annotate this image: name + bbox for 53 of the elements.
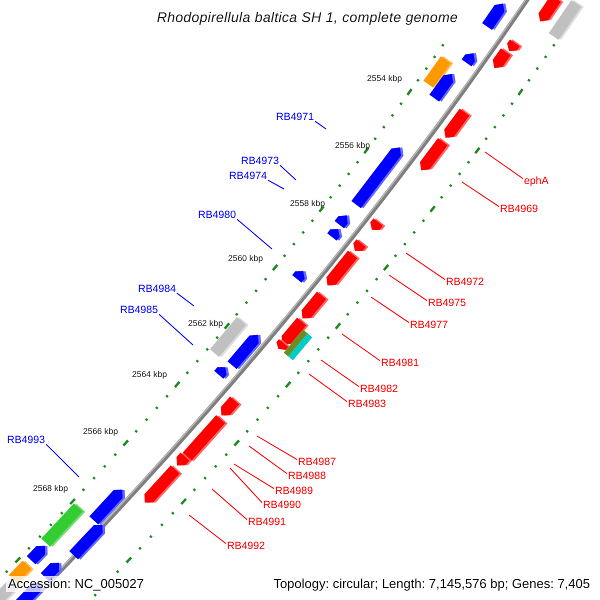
gene-label: RB4991 bbox=[248, 516, 286, 528]
gene-label: RB4974 bbox=[229, 170, 267, 182]
gene-label: RB4980 bbox=[198, 209, 236, 221]
leader-line bbox=[462, 182, 500, 208]
leader-line bbox=[212, 488, 248, 520]
gene-label: RB4969 bbox=[500, 203, 538, 215]
gene-label: RB4987 bbox=[298, 456, 336, 468]
accession-text: Accession: NC_005027 bbox=[6, 576, 146, 592]
leader-line bbox=[342, 334, 380, 362]
gene-label: ephA bbox=[524, 175, 549, 187]
scale-tick-label: 2558 kbp bbox=[290, 198, 325, 209]
gene-label: RB4982 bbox=[360, 383, 398, 395]
gene-label: RB4989 bbox=[275, 485, 313, 497]
gene-label: RB4985 bbox=[120, 304, 158, 316]
gene-label: RB4972 bbox=[446, 276, 484, 288]
gene-label: RB4984 bbox=[138, 283, 176, 295]
leader-line bbox=[314, 120, 326, 130]
leader-line bbox=[236, 218, 272, 250]
leader-line bbox=[248, 446, 288, 474]
gene-label: RB4990 bbox=[263, 499, 301, 511]
leader-line bbox=[176, 292, 194, 306]
leader-line bbox=[370, 296, 410, 324]
leader-line bbox=[256, 436, 298, 460]
scale-tick-label: 2560 kbp bbox=[228, 253, 263, 264]
scale-tick-label: 2564 kbp bbox=[132, 369, 167, 380]
gene-label: RB4973 bbox=[241, 155, 279, 167]
gene-label: RB4983 bbox=[348, 398, 386, 410]
leader-line bbox=[388, 274, 428, 302]
scale-tick-label: 2554 kbp bbox=[367, 73, 402, 84]
leader-line bbox=[406, 252, 446, 280]
scale-tick-label: 2568 kbp bbox=[33, 483, 68, 494]
gene-label: RB4971 bbox=[276, 111, 314, 123]
leader-line bbox=[484, 152, 524, 180]
leader-line bbox=[234, 464, 274, 490]
leader-line bbox=[158, 314, 194, 346]
scale-tick-label: 2556 kbp bbox=[335, 140, 370, 151]
leader-line bbox=[320, 360, 360, 388]
leader-line bbox=[308, 374, 348, 402]
gene-label: RB4975 bbox=[428, 297, 466, 309]
leader-line bbox=[268, 180, 284, 190]
map-title: Rhodopirellula baltica SH 1, complete genome bbox=[156, 9, 458, 25]
leader-line bbox=[46, 444, 80, 478]
gene-label: RB4981 bbox=[381, 357, 419, 369]
gene-label: RB4992 bbox=[227, 540, 265, 552]
genome-summary-text: Topology: circular; Length: 7,145,576 bp; Genes: 7,405 bbox=[271, 576, 592, 592]
gene-label: RB4993 bbox=[7, 434, 45, 446]
gene-label: RB4988 bbox=[288, 470, 326, 482]
scale-tick-label: 2562 kbp bbox=[188, 318, 223, 329]
gene-label: RB4977 bbox=[410, 319, 448, 331]
leader-line bbox=[280, 164, 296, 180]
scale-tick-label: 2566 kbp bbox=[83, 426, 118, 437]
leader-line bbox=[230, 468, 262, 504]
leader-line bbox=[188, 514, 226, 544]
